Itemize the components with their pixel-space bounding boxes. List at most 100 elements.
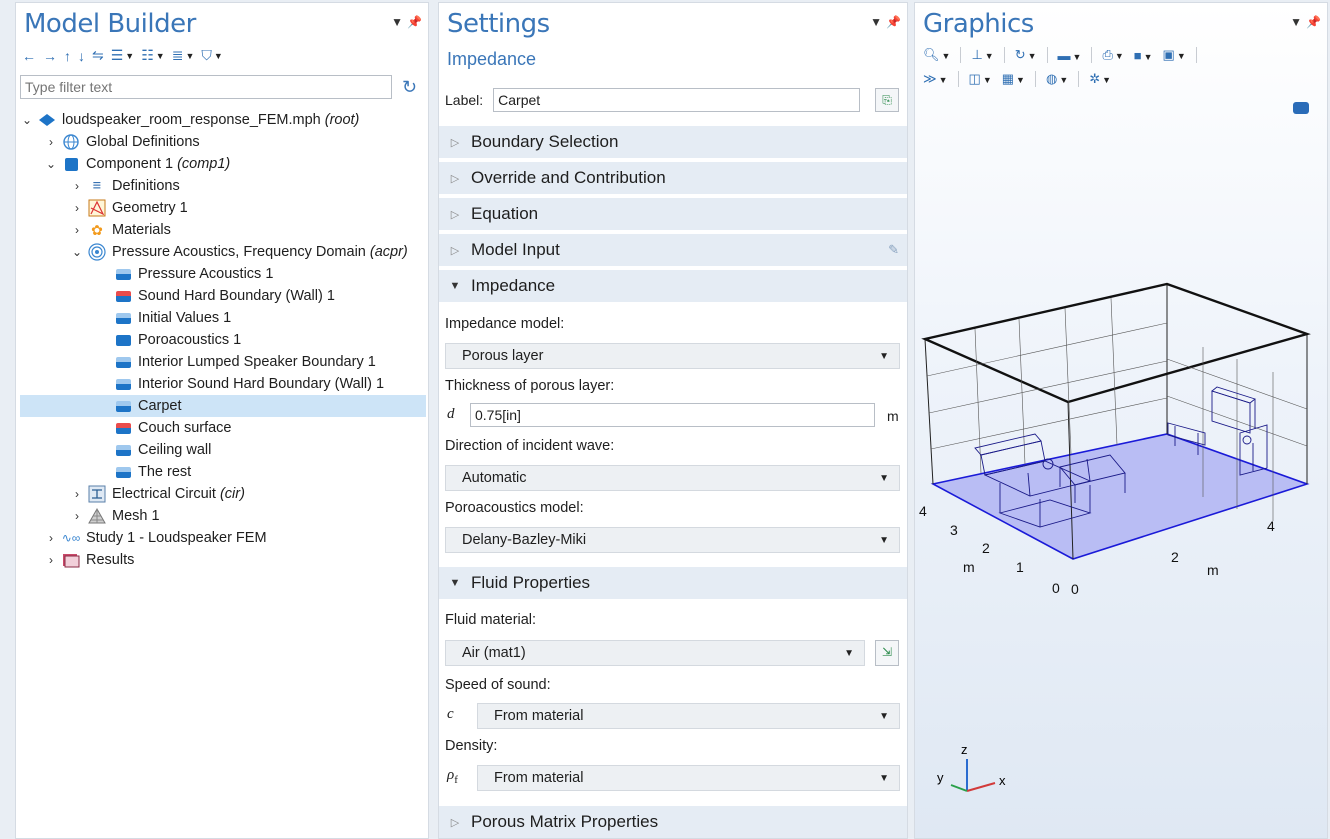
tree-node-geometry-1[interactable]: › Geometry 1 (20, 197, 426, 219)
grid-icon[interactable]: ▦▼ (1001, 71, 1025, 86)
view-cube-icon[interactable] (1293, 102, 1309, 114)
density-symbol: ρf (447, 767, 458, 786)
tree-node-definitions[interactable]: › ≡ Definitions (20, 175, 426, 197)
tree-node-initial-values[interactable]: Initial Values 1 (20, 307, 426, 329)
chevron-right-icon[interactable]: › (49, 531, 53, 545)
ceiling-outline (921, 282, 1311, 404)
panel-menu-icon[interactable]: ▼ (1290, 15, 1303, 29)
chevron-right-icon[interactable]: › (75, 179, 79, 193)
rotate-icon[interactable]: ↻▼ (1014, 47, 1037, 62)
image-export-icon[interactable]: ▣▼ (1162, 47, 1186, 62)
panel-menu-icon[interactable]: ▼ (391, 15, 404, 29)
graphics-canvas[interactable]: 4 3 2 1 0 0 2 4 m m z y x (915, 3, 1328, 839)
scene-light-icon[interactable]: ◍▼ (1045, 71, 1069, 86)
pin-icon[interactable]: 📌 (886, 15, 901, 29)
thickness-input[interactable]: 0.75[in] (470, 403, 875, 427)
tree-node-lumped-speaker[interactable]: Interior Lumped Speaker Boundary 1 (20, 351, 426, 373)
select-value: Air (mat1) (462, 645, 526, 661)
section-model-input[interactable]: ▷Model Input✎ (439, 234, 907, 266)
hide-icon[interactable]: ≫▼ (923, 71, 948, 86)
y-tick-3: 3 (950, 522, 958, 538)
axis-view-icon[interactable]: ⊥▼ (971, 47, 994, 62)
print-icon[interactable]: ⎙▼ (1102, 47, 1124, 62)
go-to-material-icon[interactable]: ⇲ (875, 640, 899, 666)
direction-select[interactable]: Automatic▼ (445, 465, 900, 491)
chevron-right-icon: ▷ (450, 172, 460, 185)
zoom-icon[interactable]: 🔍︎▼ (923, 47, 951, 62)
tree-node-label: Mesh 1 (112, 508, 160, 524)
tree-node-carpet[interactable]: Carpet (20, 395, 426, 417)
chevron-down-icon[interactable]: ⌄ (71, 245, 83, 259)
tree-node-poroacoustics[interactable]: Poroacoustics 1 (20, 329, 426, 351)
move-down-icon[interactable]: ↓ (78, 47, 85, 64)
section-equation[interactable]: ▷Equation (439, 198, 907, 230)
chevron-down-icon[interactable]: ⌄ (45, 157, 57, 171)
tree-node-couch-surface[interactable]: Couch surface (20, 417, 426, 439)
back-arrow-icon[interactable]: ← (22, 47, 36, 64)
pin-icon[interactable]: 📌 (1306, 15, 1321, 29)
tree-node-study-1[interactable]: › ∿∞ Study 1 - Loudspeaker FEM (20, 527, 426, 549)
tree-node-pressure-acoustics-1[interactable]: Pressure Acoustics 1 (20, 263, 426, 285)
chevron-right-icon[interactable]: › (75, 487, 79, 501)
edit-icon[interactable]: ✎ (888, 242, 899, 257)
section-porous-matrix[interactable]: ▷Porous Matrix Properties (439, 806, 907, 838)
poro-model-select[interactable]: Delany-Bazley-Miki▼ (445, 527, 900, 553)
axes-triad: z y x (937, 742, 1006, 792)
chevron-down-icon[interactable]: ⌄ (21, 113, 33, 127)
refresh-icon[interactable]: ↻ (402, 77, 418, 97)
collapse-icon[interactable]: ☷▼ (141, 47, 165, 63)
section-fluid-properties[interactable]: ▼Fluid Properties (439, 567, 907, 599)
label-input[interactable] (493, 88, 861, 112)
chevron-right-icon[interactable]: › (49, 553, 53, 567)
speed-select[interactable]: From material▼ (477, 703, 900, 729)
label-options-icon[interactable]: ⎘ (875, 88, 899, 112)
section-impedance[interactable]: ▼Impedance (439, 270, 907, 302)
camera-icon[interactable]: ■▼ (1133, 47, 1153, 63)
component-icon (62, 156, 80, 172)
fluid-material-select[interactable]: Air (mat1)▼ (445, 640, 865, 666)
panel-menu-icon[interactable]: ▼ (870, 15, 883, 29)
tree-node-materials[interactable]: › ✿ Materials (20, 219, 426, 241)
select-mode-icon[interactable]: ▬▼ (1057, 47, 1082, 63)
tree-node-global-definitions[interactable]: › Global Definitions (20, 131, 426, 153)
fluid-material-label: Fluid material: (445, 612, 537, 628)
acoustics-icon (88, 243, 106, 261)
tree-node-pressure-acoustics[interactable]: ⌄ Pressure Acoustics, Frequency Domain(a… (20, 241, 426, 263)
boundary-feature-icon (114, 442, 132, 458)
section-boundary-selection[interactable]: ▷Boundary Selection (439, 126, 907, 158)
chevron-right-icon[interactable]: › (75, 201, 79, 215)
chevron-right-icon[interactable]: › (75, 509, 79, 523)
wireframe-icon[interactable]: ◫▼ (968, 71, 992, 86)
tree-filter-input[interactable] (20, 75, 392, 99)
density-select[interactable]: From material▼ (477, 765, 900, 791)
tree-node-label: Couch surface (138, 420, 232, 436)
section-override-contribution[interactable]: ▷Override and Contribution (439, 162, 907, 194)
filter-funnel-icon[interactable]: ⛉▼ (201, 47, 223, 63)
chevron-right-icon[interactable]: › (75, 223, 79, 237)
definitions-icon: ≡ (92, 178, 102, 194)
tree-node-electrical-circuit[interactable]: › Electrical Circuit(cir) (20, 483, 426, 505)
forward-arrow-icon[interactable]: → (43, 47, 57, 64)
tree-node-interior-sound-hard[interactable]: Interior Sound Hard Boundary (Wall) 1 (20, 373, 426, 395)
show-more-icon[interactable]: ⇋ (92, 47, 104, 63)
tree-node-the-rest[interactable]: The rest (20, 461, 426, 483)
tree-node-mesh-1[interactable]: › Mesh 1 (20, 505, 426, 527)
list-view-icon[interactable]: ≣▼ (171, 47, 195, 63)
impedance-model-select[interactable]: Porous layer▼ (445, 343, 900, 369)
expand-icon[interactable]: ☰▼ (110, 47, 135, 63)
select-value: Automatic (462, 470, 527, 486)
panel-controls[interactable]: ▼📌 (1286, 15, 1321, 29)
tree-node-results[interactable]: › Results (20, 549, 426, 571)
tree-node-ceiling-wall[interactable]: Ceiling wall (20, 439, 426, 461)
pin-icon[interactable]: 📌 (407, 15, 422, 29)
tree-node-root[interactable]: ⌄ loudspeaker_room_response_FEM.mph(root… (20, 109, 426, 131)
chevron-down-icon: ▼ (449, 280, 461, 292)
panel-controls[interactable]: ▼📌 (387, 15, 422, 29)
render-settings-icon[interactable]: ✲▼ (1089, 71, 1112, 86)
move-up-icon[interactable]: ↑ (64, 47, 71, 64)
panel-controls[interactable]: ▼📌 (866, 15, 901, 29)
tree-node-sound-hard-boundary[interactable]: Sound Hard Boundary (Wall) 1 (20, 285, 426, 307)
chevron-right-icon[interactable]: › (49, 135, 53, 149)
tree-node-component-1[interactable]: ⌄ Component 1(comp1) (20, 153, 426, 175)
settings-title: Settings (447, 9, 550, 39)
